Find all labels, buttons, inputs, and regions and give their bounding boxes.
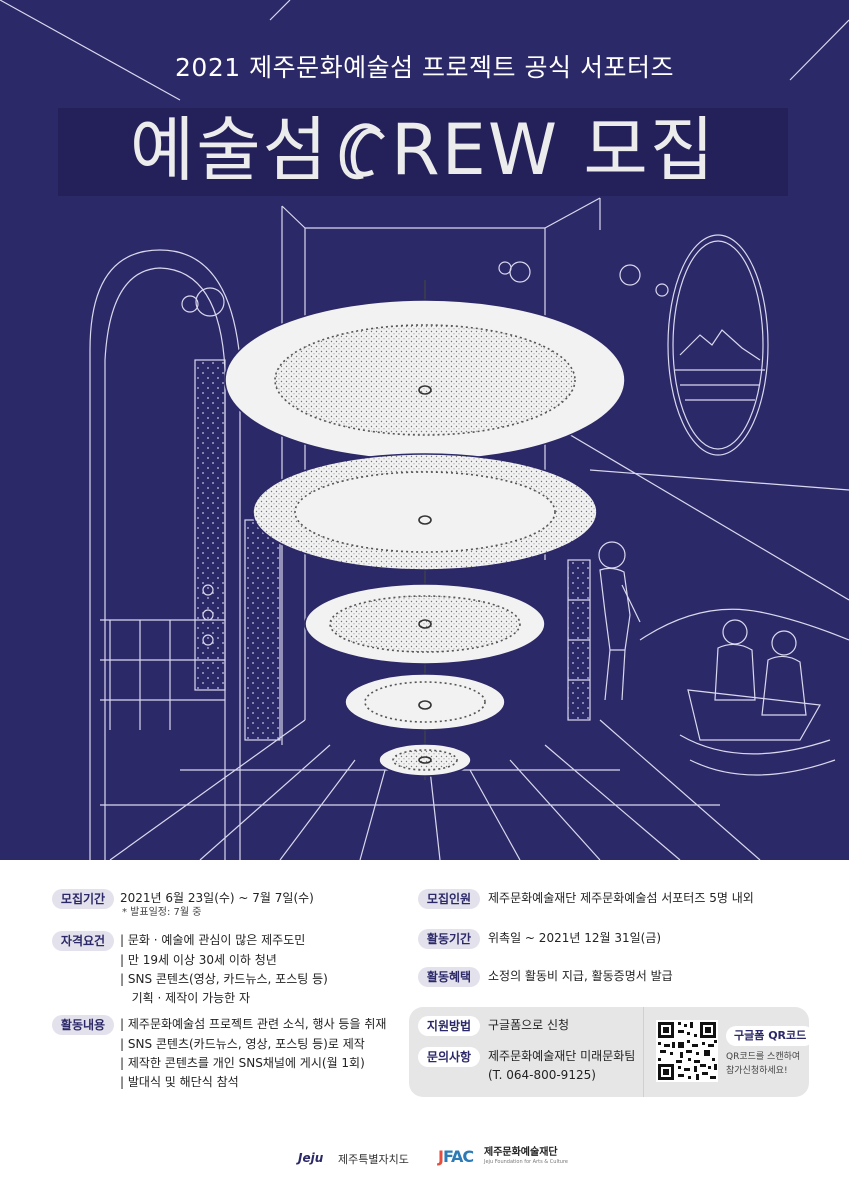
apply-method-label: 지원방법 — [418, 1016, 480, 1036]
qualification-label: 자격요건 — [52, 931, 114, 951]
recruit-count-label: 모집인원 — [418, 889, 480, 909]
activity-line: | 제작한 콘텐츠를 개인 SNS채널에 게시(월 1회) — [120, 1056, 365, 1070]
contact-label: 문의사항 — [418, 1047, 480, 1067]
jfac-logo-icon: JFAC — [438, 1147, 474, 1166]
foundation-name: 제주문화예술재단 — [484, 1147, 558, 1158]
qr-code-icon[interactable] — [656, 1020, 718, 1082]
activity-period-label: 활동기간 — [418, 929, 480, 949]
contact-team: 제주문화예술재단 미래문화팀 — [488, 1049, 636, 1063]
activity-line: | SNS 콘텐츠(카드뉴스, 영상, 포스팅 등)로 제작 — [120, 1037, 365, 1051]
qr-label: 구글폼 QR코드 — [726, 1026, 815, 1046]
panel-divider — [643, 1007, 644, 1097]
jeju-province-name: 제주특별자치도 — [338, 1153, 409, 1166]
benefits-value: 소정의 활동비 지급, 활동증명서 발급 — [488, 969, 673, 983]
crew-c-logo-icon — [329, 104, 391, 196]
recruitment-details: 모집기간 2021년 6월 23일(수) ~ 7월 7일(수) * 발표일정: … — [0, 860, 849, 1200]
contact-phone: (T. 064-800-9125) — [488, 1068, 596, 1082]
application-panel: 지원방법 구글폼으로 신청 문의사항 제주문화예술재단 미래문화팀 (T. 06… — [409, 1007, 809, 1097]
jfac-logo-rest: FAC — [442, 1147, 474, 1166]
qr-note: QR코드를 스캔하여 참가신청하세요! — [726, 1052, 801, 1076]
recruit-count-value: 제주문화예술재단 제주문화예술섬 서포터즈 5명 내외 — [488, 891, 754, 905]
poster-subtitle: 2021 제주문화예술섬 프로젝트 공식 서포터즈 — [175, 53, 674, 82]
jfac-logo-j: J — [438, 1147, 444, 1166]
recruit-period-value: 2021년 6월 23일(수) ~ 7월 7일(수) — [120, 891, 314, 905]
recruit-period-label: 모집기간 — [52, 889, 114, 909]
announcement-note: * 발표일정: 7월 중 — [122, 907, 202, 918]
foundation-name-en: Jeju Foundation for Arts & Culture — [484, 1159, 568, 1165]
footer-logos: Jeju 제주특별자치도 JFAC 제주문화예술재단 Jeju Foundati… — [0, 1145, 849, 1175]
illustration-art — [0, 0, 849, 860]
benefits-label: 활동혜택 — [418, 967, 480, 987]
title-suffix: REW 모집 — [391, 109, 717, 191]
poster-title: 예술섬 REW 모집 — [58, 104, 788, 196]
jeju-logo-icon: Jeju — [298, 1151, 324, 1165]
activity-period-value: 위촉일 ~ 2021년 12월 31일(금) — [488, 931, 662, 945]
activities-label: 활동내용 — [52, 1015, 114, 1035]
title-backdrop — [58, 108, 788, 196]
title-prefix: 예술섬 — [129, 109, 330, 191]
qualification-line: | 만 19세 이상 30세 이하 청년 — [120, 953, 277, 967]
qualification-line: | SNS 콘텐츠(영상, 카드뉴스, 포스팅 등) — [120, 972, 328, 986]
hero-illustration: 2021 제주문화예술섬 프로젝트 공식 서포터즈 예술섬 REW 모집 — [0, 0, 849, 860]
qualification-line: | 문화 · 예술에 관심이 많은 제주도민 — [120, 933, 306, 947]
activity-line: | 발대식 및 해단식 참석 — [120, 1075, 239, 1089]
qualification-line: 기획 · 제작이 가능한 자 — [124, 991, 251, 1005]
activity-line: | 제주문화예술섬 프로젝트 관련 소식, 행사 등을 취재 — [120, 1017, 387, 1031]
apply-method-value: 구글폼으로 신청 — [488, 1018, 570, 1032]
